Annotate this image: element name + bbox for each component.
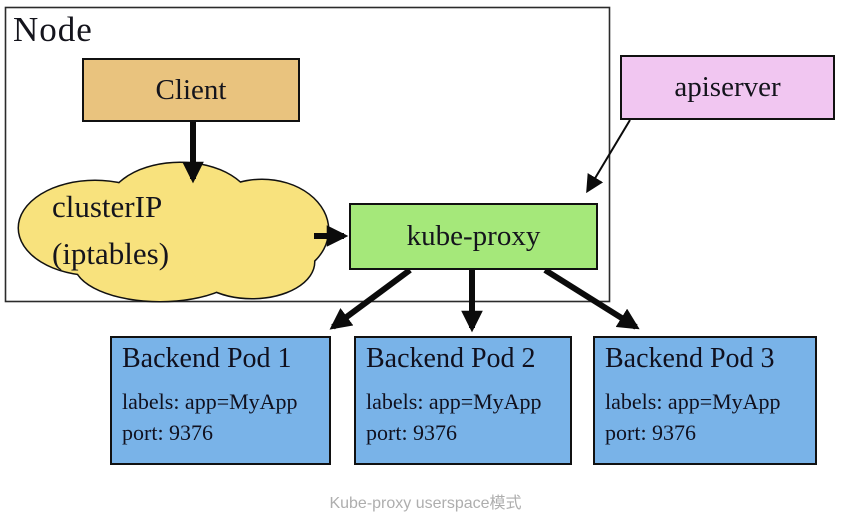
arrow-kubeproxy-to-pod3 xyxy=(543,267,640,330)
backend-pod-2-box: Backend Pod 2 labels: app=MyApp port: 93… xyxy=(354,336,572,465)
backend-pod-1-box: Backend Pod 1 labels: app=MyApp port: 93… xyxy=(110,336,331,465)
pod-labels: labels: app=MyApp xyxy=(605,389,781,414)
clusterip-line1: clusterIP xyxy=(52,189,163,224)
pod-labels: labels: app=MyApp xyxy=(122,389,298,414)
pod-labels: labels: app=MyApp xyxy=(366,389,542,414)
client-box: Client xyxy=(82,58,300,122)
pod-title: Backend Pod 3 xyxy=(605,343,775,374)
backend-pod-3-box: Backend Pod 3 labels: app=MyApp port: 93… xyxy=(593,336,817,465)
node-label: Node xyxy=(13,10,93,49)
kube-proxy-label: kube-proxy xyxy=(406,220,541,252)
apiserver-box: apiserver xyxy=(620,55,835,120)
client-label: Client xyxy=(155,73,227,106)
clusterip-cloud-text: clusterIP (iptables) xyxy=(52,183,169,277)
pod-port: port: 9376 xyxy=(605,420,697,445)
cluster-ip-cloud xyxy=(17,161,330,303)
clusterip-line2: (iptables) xyxy=(52,236,170,271)
pod-title: Backend Pod 1 xyxy=(122,343,292,374)
apiserver-label: apiserver xyxy=(674,71,781,103)
pod-port: port: 9376 xyxy=(366,420,458,445)
arrow-kubeproxy-to-pod1 xyxy=(329,267,412,330)
arrow-apiserver-to-kubeproxy xyxy=(586,119,631,194)
diagram-caption: Kube-proxy userspace模式 xyxy=(329,495,522,512)
pod-title: Backend Pod 2 xyxy=(366,343,536,374)
kube-proxy-box: kube-proxy xyxy=(349,203,598,270)
pod-port: port: 9376 xyxy=(122,420,214,445)
